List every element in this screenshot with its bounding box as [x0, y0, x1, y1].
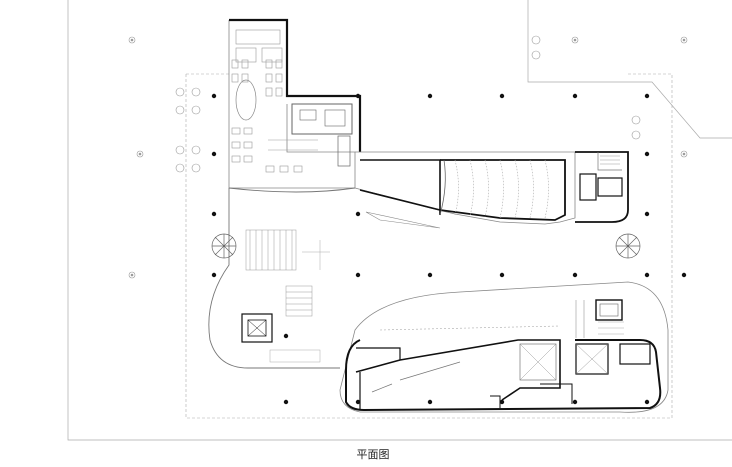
grid-marker-center [130, 38, 134, 42]
drawing-caption: 平面图 [356, 448, 390, 461]
column-dot [499, 272, 505, 278]
site-boundary [67, 0, 732, 441]
column-dot [681, 272, 687, 278]
grid-marker [571, 36, 579, 44]
column-dot [355, 272, 361, 278]
column-dot [211, 272, 217, 278]
column-dot [644, 151, 650, 157]
column-dot [572, 399, 578, 405]
grid-markers [128, 36, 688, 279]
column-dot [211, 93, 217, 99]
column-dot [283, 399, 289, 405]
dashed-outline [185, 73, 673, 419]
column-dot [499, 399, 505, 405]
grid-marker-center [573, 38, 577, 42]
structural-columns [211, 93, 687, 405]
column-dot [644, 272, 650, 278]
grid-marker [680, 36, 688, 44]
column-dot [572, 93, 578, 99]
courtyard-stairs [241, 229, 330, 363]
column-dot [427, 272, 433, 278]
grid-marker [136, 150, 144, 158]
north-wing [228, 18, 362, 189]
column-dot [427, 399, 433, 405]
column-dot [211, 151, 217, 157]
grid-marker [680, 150, 688, 158]
column-dot [211, 211, 217, 217]
grid-marker [128, 271, 136, 279]
grid-marker-center [138, 152, 142, 156]
grid-marker-center [682, 152, 686, 156]
grid-marker-center [682, 38, 686, 42]
column-dot [644, 399, 650, 405]
column-dot [283, 333, 289, 339]
column-dot [572, 272, 578, 278]
auditorium [354, 151, 629, 229]
column-dot [499, 93, 505, 99]
courtyard-edge [208, 187, 356, 369]
column-dot [355, 399, 361, 405]
dining-furniture [175, 35, 641, 173]
south-building [339, 281, 669, 413]
grid-marker-center [130, 273, 134, 277]
column-dot [427, 93, 433, 99]
grid-marker [128, 36, 136, 44]
column-dot [644, 93, 650, 99]
column-dot [644, 211, 650, 217]
column-dot [355, 93, 361, 99]
column-dot [355, 211, 361, 217]
tree-symbols [211, 233, 641, 259]
